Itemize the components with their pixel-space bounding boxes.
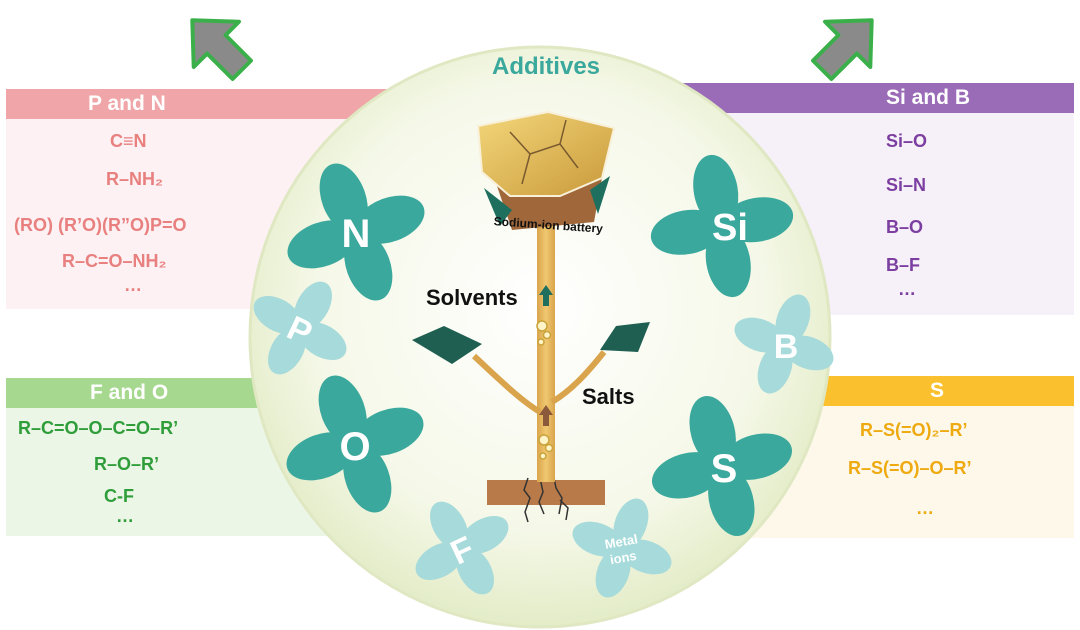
battery-cube-icon bbox=[476, 110, 616, 230]
formula: … bbox=[916, 498, 934, 518]
formula: B–F bbox=[886, 255, 921, 275]
panel-si-and-b-title: Si and B bbox=[670, 83, 1074, 113]
flower-o bbox=[286, 375, 424, 513]
flower-metal-label-1: Metal bbox=[604, 531, 639, 552]
leaf-left bbox=[412, 326, 482, 364]
formula: C-F bbox=[104, 486, 134, 506]
formula: R–NH₂ bbox=[106, 169, 164, 189]
up-arrow-left-icon bbox=[190, 18, 253, 81]
flower-b bbox=[734, 294, 834, 394]
flower-s bbox=[651, 395, 793, 537]
branch-right bbox=[550, 350, 607, 405]
formula: Si–N bbox=[886, 175, 927, 195]
formula: R–O–R’ bbox=[94, 454, 160, 474]
flower-n bbox=[287, 163, 425, 301]
formula: R–C=O–NH₂ bbox=[62, 251, 167, 271]
formula: Si–O bbox=[886, 131, 928, 151]
formula: C≡N bbox=[110, 131, 147, 151]
formula: (RO) (R’O)(R”O)P=O bbox=[14, 215, 187, 235]
formula: … bbox=[124, 275, 142, 295]
up-arrow-right-icon bbox=[811, 18, 874, 81]
flower-b-label: B bbox=[774, 328, 799, 366]
roots bbox=[523, 477, 569, 523]
branch-left bbox=[471, 353, 542, 415]
flower-si bbox=[650, 154, 794, 298]
salts-label: Salts bbox=[582, 384, 635, 409]
formula: R–C=O–O–C=O–R’ bbox=[18, 418, 179, 438]
formula: … bbox=[898, 279, 916, 299]
leaf-right bbox=[600, 322, 650, 352]
flower-metal-ions bbox=[572, 498, 672, 598]
flower-si-label: Si bbox=[712, 207, 748, 249]
formula: R–S(=O)–O–R’ bbox=[848, 458, 972, 478]
flower-metal-label-2: ions bbox=[609, 548, 638, 567]
solvent-arrow-icon bbox=[539, 285, 553, 306]
flower-n-label: N bbox=[342, 212, 371, 256]
bubbles bbox=[536, 320, 554, 460]
formula: R–S(=O)₂–R’ bbox=[860, 420, 968, 440]
flower-p bbox=[253, 281, 347, 375]
formula: … bbox=[116, 506, 134, 526]
flower-o-label: O bbox=[339, 425, 370, 469]
flower-f bbox=[415, 501, 509, 595]
soil-block bbox=[487, 480, 605, 505]
salt-arrow-icon bbox=[539, 405, 553, 426]
formula: B–O bbox=[886, 217, 924, 237]
flower-s-label: S bbox=[711, 447, 738, 491]
diagram-title: Additives bbox=[492, 53, 600, 80]
plant-stem bbox=[537, 220, 555, 482]
solvents-label: Solvents bbox=[426, 285, 518, 310]
